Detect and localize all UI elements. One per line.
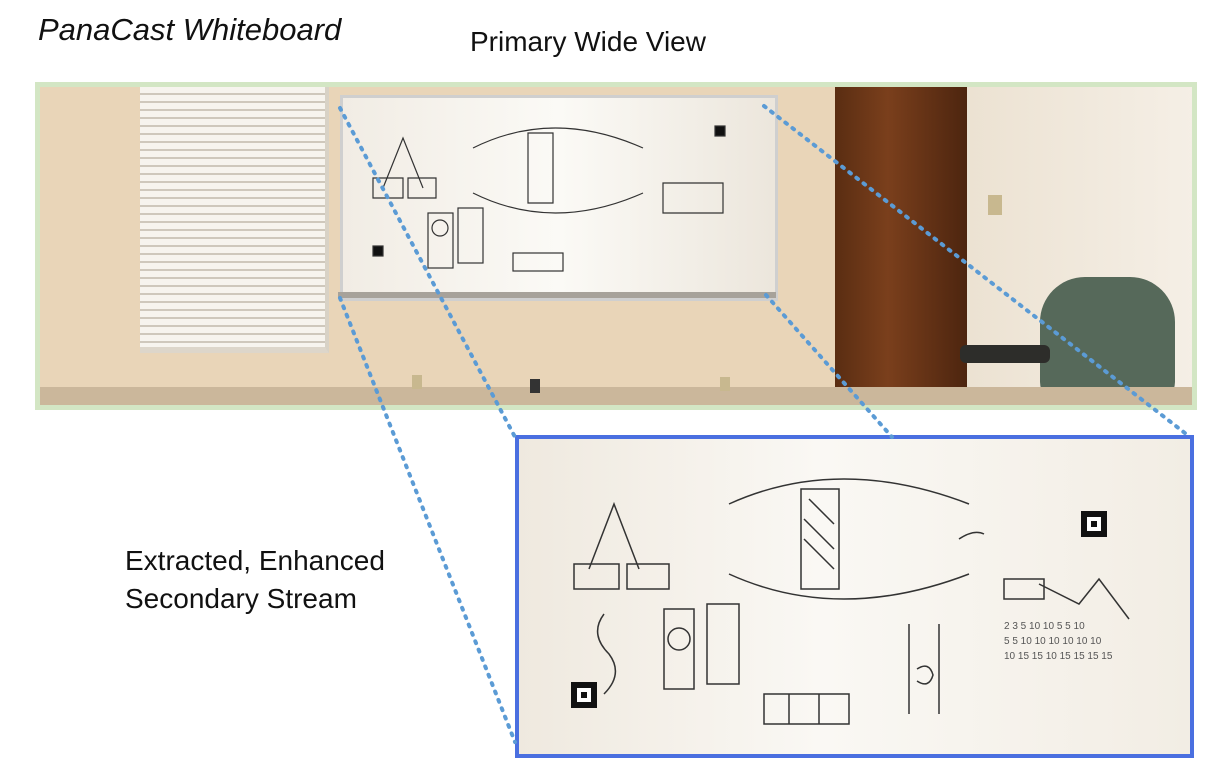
primary-view-label: Primary Wide View: [470, 26, 706, 57]
whiteboard-tray: [338, 292, 776, 298]
window-blinds: [140, 87, 329, 353]
secondary-label-line1: Extracted, Enhanced: [125, 545, 385, 576]
connector-bottom-left: [338, 296, 517, 744]
enhanced-whiteboard-sketches: 2 3 5 10 10 5 5 10 5 5 10 10 10 10 10 10…: [571, 478, 1130, 725]
svg-text:2 3 5 10 10 5 5 10: 2 3 5 10 10 5 5 10: [1004, 621, 1085, 632]
wall-outlet: [720, 377, 730, 391]
floor: [40, 387, 1192, 405]
secondary-stream-label: Extracted, Enhanced Secondary Stream: [125, 542, 385, 618]
secondary-label-line2: Secondary Stream: [125, 583, 357, 614]
primary-wide-view-image: [35, 82, 1197, 410]
connector-top-left: [338, 106, 517, 439]
chair-arm: [960, 345, 1050, 363]
connector-top-right: [762, 104, 1192, 439]
secondary-stream-image: 2 3 5 10 10 5 5 10 5 5 10 10 10 10 10 10…: [515, 435, 1194, 758]
connector-bottom-right: [764, 293, 894, 439]
light-switch: [988, 195, 1002, 215]
whiteboard: [340, 95, 778, 301]
svg-text:10 15 15 10 15 15 15 15: 10 15 15 10 15 15 15 15: [1004, 651, 1113, 662]
wall-outlet: [412, 375, 422, 389]
page-title: PanaCast Whiteboard: [38, 12, 342, 47]
svg-text:5 5 10 10 10 10 10 10: 5 5 10 10 10 10 10 10: [1004, 636, 1102, 647]
whiteboard-sketches: [372, 125, 726, 272]
wall-outlet: [530, 379, 540, 393]
